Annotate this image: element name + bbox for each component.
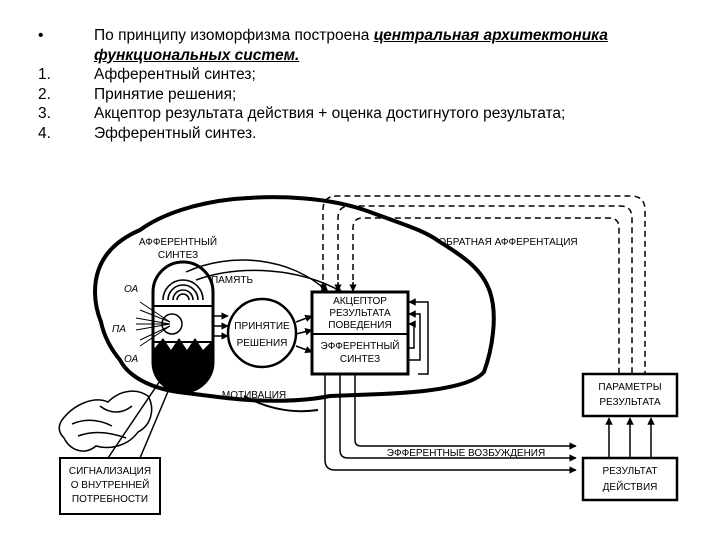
list-item-text: Эфферентный синтез. xyxy=(94,124,257,142)
return-arrows xyxy=(408,298,429,375)
acceptor-label: АКЦЕПТОР xyxy=(333,296,387,307)
signaling-box xyxy=(59,457,161,515)
result-parameters-label: ПАРАМЕТРЫ xyxy=(598,382,661,393)
oa-top-label: ОА xyxy=(124,284,139,295)
memory-label: ПАМЯТЬ xyxy=(211,275,254,286)
acceptor-label: РЕЗУЛЬТАТА xyxy=(329,308,391,319)
feedback-dashed-loops xyxy=(322,195,646,374)
list-number: 4. xyxy=(38,124,51,142)
feedback-label: ОБРАТНАЯ АФФЕРЕНТАЦИЯ xyxy=(438,237,577,248)
decision-label: ПРИНЯТИЕ xyxy=(234,321,290,332)
brainstem-scribble xyxy=(58,390,153,452)
capsule-to-decision-arrows xyxy=(213,312,229,340)
efferent-excitations-label: ЭФФЕРЕНТНЫЕ ВОЗБУЖДЕНИЯ xyxy=(387,448,545,459)
signaling-label: ПОТРЕБНОСТИ xyxy=(72,494,148,505)
result-up-arrows xyxy=(605,417,655,458)
feedback-arrowheads xyxy=(319,282,357,292)
list-number: 2. xyxy=(38,85,51,103)
action-result-label: ДЕЙСТВИЯ xyxy=(603,480,658,493)
list-item: 4. Эфферентный синтез. xyxy=(36,124,696,144)
list-item: 2. Принятие решения; xyxy=(36,85,696,105)
efferent-synthesis-label: СИНТЕЗ xyxy=(340,354,380,365)
acceptor-label: ПОВЕДЕНИЯ xyxy=(328,320,391,331)
bullet-marker: • xyxy=(38,27,44,44)
acceptor-efferent-box xyxy=(310,290,410,376)
list-item-text: Акцептор результата действия + оценка до… xyxy=(94,105,566,122)
list-item-text: Принятие решения; xyxy=(94,85,237,103)
decision-to-boxes-arrows xyxy=(295,314,313,354)
signaling-label: СИГНАЛИЗАЦИЯ xyxy=(69,466,151,477)
list-number: 3. xyxy=(38,105,51,122)
efferent-synthesis-label: ЭФФЕРЕНТНЫЙ xyxy=(321,339,400,352)
intro-bullet-item: • По принципу изоморфизма построена цент… xyxy=(36,26,696,65)
signaling-label: О ВНУТРЕННЕЙ xyxy=(71,478,150,491)
brain-outline xyxy=(92,195,496,403)
action-result-box xyxy=(581,456,679,502)
decision-label: РЕШЕНИЯ xyxy=(237,338,288,349)
list-item: 1. Афферентный синтез; xyxy=(36,65,696,85)
oa-bottom-label: ОА xyxy=(124,354,139,365)
slide-text: • По принципу изоморфизма построена цент… xyxy=(36,26,696,143)
decision-circle xyxy=(226,297,298,369)
afferent-synthesis-capsule xyxy=(135,260,215,394)
list-number: 1. xyxy=(38,66,51,83)
list-item-text: Афферентный синтез; xyxy=(94,66,256,83)
intro-text: По принципу изоморфизма построена xyxy=(94,27,374,44)
intro-emphasis: центральная архитектоника функциональных… xyxy=(94,27,608,64)
pa-label: ПА xyxy=(112,324,126,335)
action-result-label: РЕЗУЛЬТАТ xyxy=(603,466,658,477)
motivation-label: МОТИВАЦИЯ xyxy=(222,390,286,401)
result-parameters-box xyxy=(581,372,679,418)
list-item: 3. Акцептор результата действия + оценка… xyxy=(36,104,696,124)
result-parameters-label: РЕЗУЛЬТАТА xyxy=(599,397,661,408)
signaling-arrows xyxy=(107,371,173,459)
brain-fold xyxy=(243,395,319,413)
afferent-synthesis-label: АФФЕРЕНТНЫЙ xyxy=(139,235,217,248)
afferent-synthesis-label: СИНТЕЗ xyxy=(158,250,198,261)
efferent-excitation-lines xyxy=(324,374,577,474)
